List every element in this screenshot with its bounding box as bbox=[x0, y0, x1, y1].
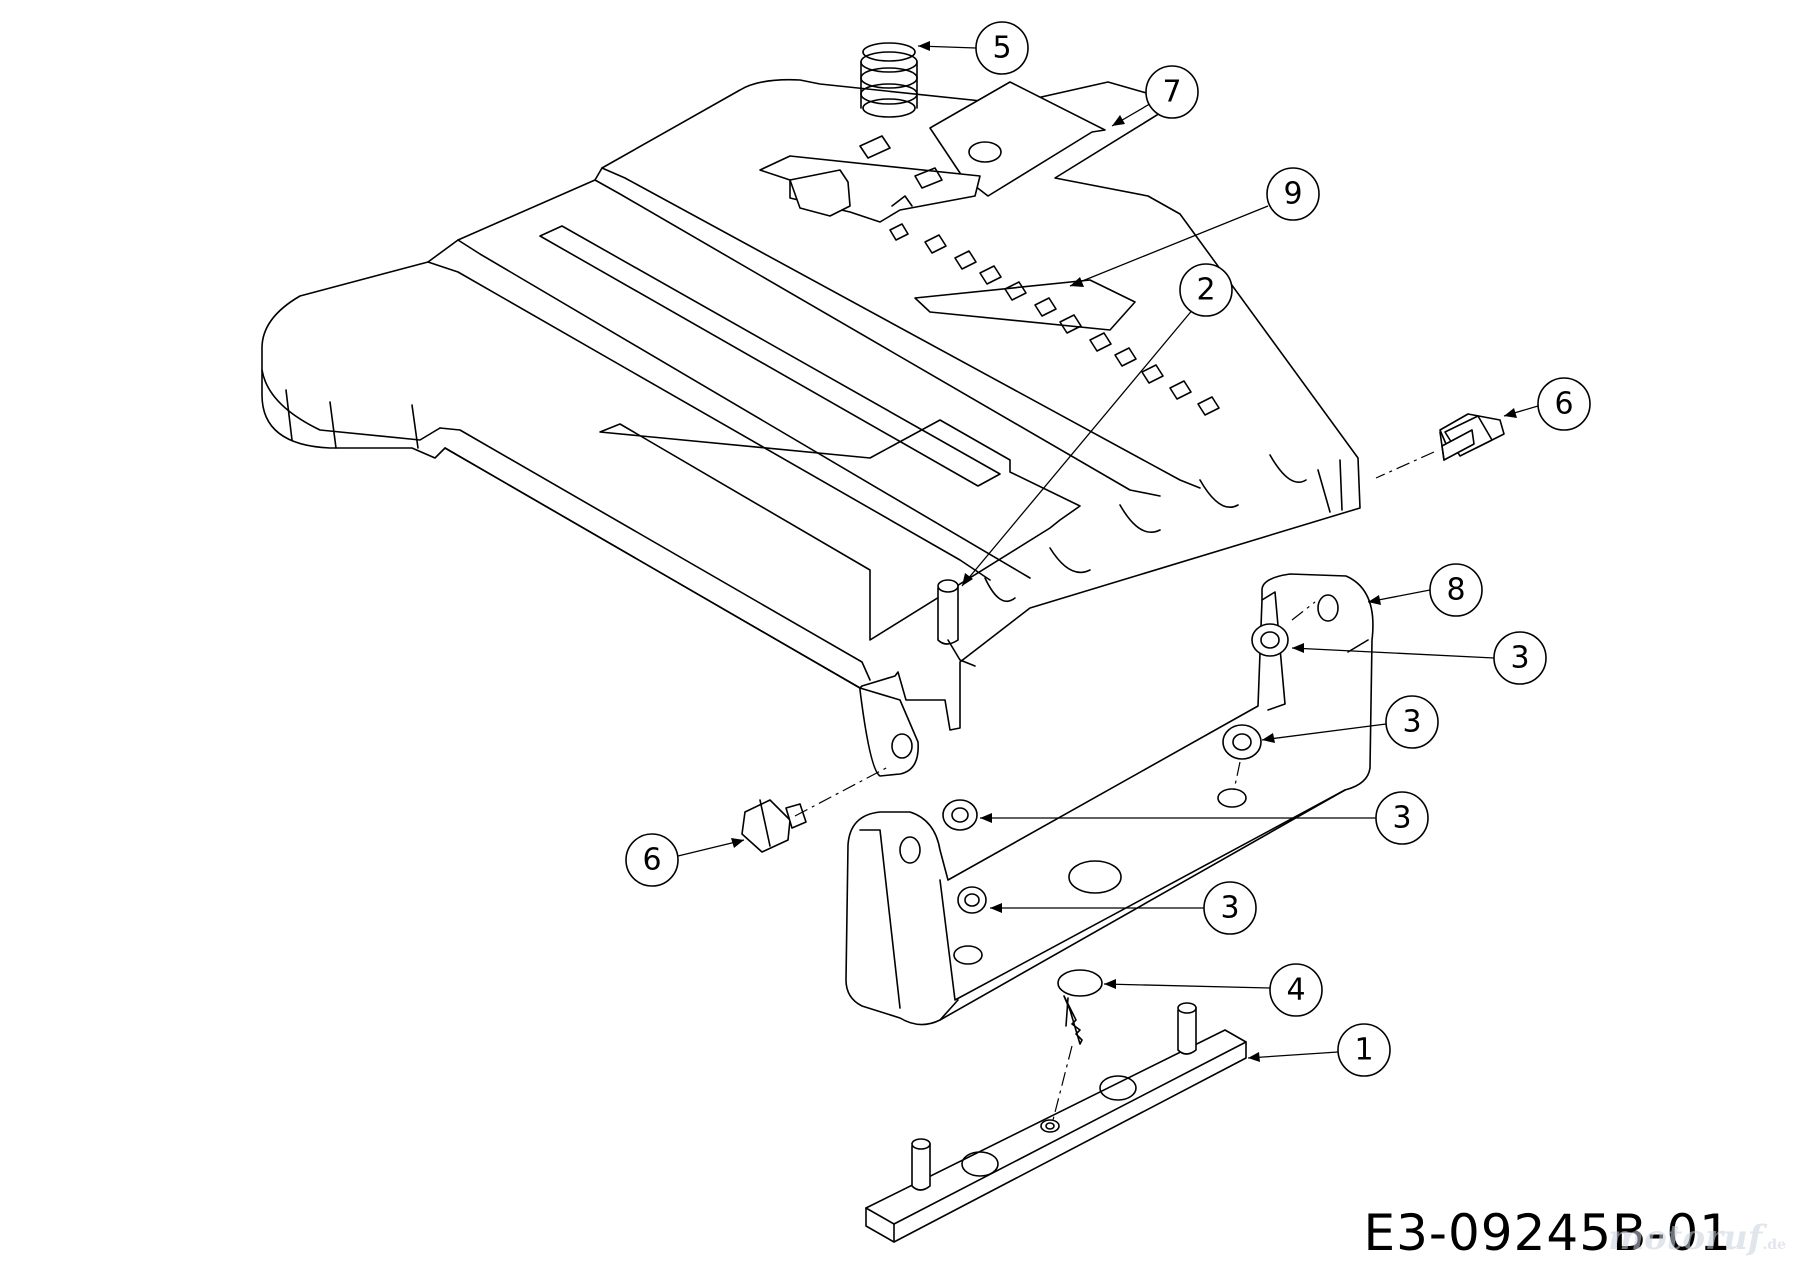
callout-7: 7 bbox=[1145, 65, 1199, 119]
callout-3-c: 3 bbox=[1375, 791, 1429, 845]
callout-4: 4 bbox=[1269, 963, 1323, 1017]
svg-text:7: 7 bbox=[1162, 75, 1181, 110]
bumper-screw-drawing bbox=[1057, 969, 1103, 1045]
seat-pan-drawing bbox=[261, 78, 1361, 777]
leader-lines bbox=[677, 41, 1539, 1062]
svg-text:1: 1 bbox=[1354, 1033, 1373, 1068]
assembly-lines bbox=[794, 451, 1435, 1125]
watermark-text: motoruf bbox=[1608, 1218, 1763, 1258]
svg-text:3: 3 bbox=[1392, 801, 1411, 836]
watermark-logo: motoruf.de bbox=[1608, 1218, 1786, 1258]
svg-text:4: 4 bbox=[1286, 973, 1305, 1008]
svg-text:2: 2 bbox=[1196, 273, 1215, 308]
svg-text:3: 3 bbox=[1510, 641, 1529, 676]
svg-text:6: 6 bbox=[642, 843, 661, 878]
callout-6-left: 6 bbox=[625, 833, 679, 887]
callout-3-a: 3 bbox=[1493, 631, 1547, 685]
svg-text:5: 5 bbox=[992, 31, 1011, 66]
callout-2: 2 bbox=[1179, 263, 1233, 317]
callout-6-right: 6 bbox=[1537, 377, 1591, 431]
callout-1: 1 bbox=[1337, 1023, 1391, 1077]
callout-8: 8 bbox=[1429, 563, 1483, 617]
svg-text:3: 3 bbox=[1220, 891, 1239, 926]
watermark-suffix: .de bbox=[1762, 1237, 1786, 1253]
callout-3-d: 3 bbox=[1203, 881, 1257, 935]
slot-row bbox=[889, 223, 1220, 416]
mounting-plate-drawing bbox=[865, 1002, 1247, 1243]
spring-drawing bbox=[860, 42, 918, 118]
bolt-left-drawing bbox=[741, 799, 807, 853]
drawing-number: E3-09245B-01 bbox=[1363, 1204, 1732, 1262]
svg-text:3: 3 bbox=[1402, 705, 1421, 740]
callout-3-b: 3 bbox=[1385, 695, 1439, 749]
svg-text:8: 8 bbox=[1446, 573, 1465, 608]
flange-nut-shapes bbox=[942, 623, 1289, 914]
svg-text:9: 9 bbox=[1283, 177, 1302, 212]
bolt-right-drawing bbox=[1439, 413, 1505, 461]
latch-drawing bbox=[759, 81, 1106, 223]
callout-9: 9 bbox=[1266, 167, 1320, 221]
callout-5: 5 bbox=[975, 21, 1029, 75]
svg-text:6: 6 bbox=[1554, 387, 1573, 422]
hinge-bracket-drawing bbox=[845, 573, 1374, 1026]
